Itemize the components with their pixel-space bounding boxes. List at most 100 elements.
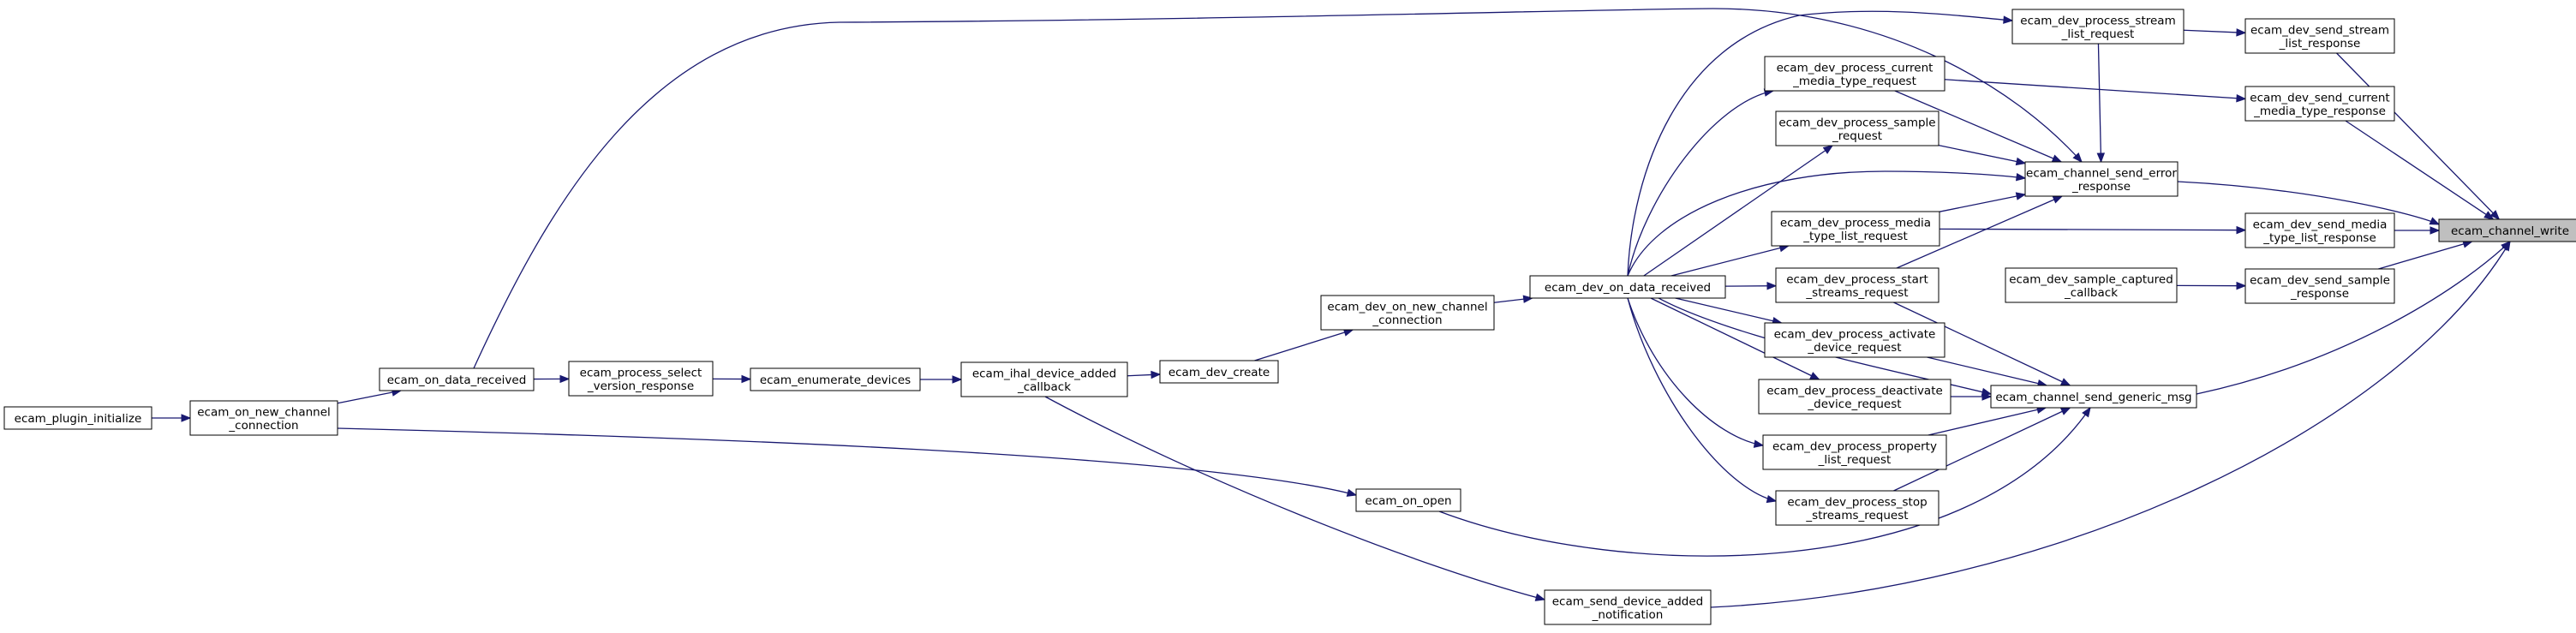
node-label: _list_response <box>2279 37 2361 51</box>
node-box <box>2244 268 2395 304</box>
node-label: _callback <box>1017 380 1071 394</box>
node-ecam_dev_create[interactable]: ecam_dev_create <box>1159 360 1279 384</box>
node-ecam_dev_sample_captured_callback[interactable]: ecam_dev_sample_captured_callback <box>2005 267 2178 303</box>
node-label: ecam_dev_on_data_received <box>1545 281 1711 295</box>
node-ecam_dev_process_deactivate_device_request[interactable]: ecam_dev_process_deactivate_device_reque… <box>1758 379 1951 415</box>
edge-line <box>1643 145 1833 277</box>
edge-line <box>1928 407 2047 436</box>
edge-ecam_dev_send_stream_list_response-to-ecam_channel_write <box>2336 52 2501 220</box>
node-ecam_dev_send_media_type_list_response[interactable]: ecam_dev_send_media_type_list_response <box>2244 212 2395 248</box>
node-label: _type_list_request <box>1802 230 1908 243</box>
edge-line <box>1938 145 2026 164</box>
node-ecam_dev_process_sample_request[interactable]: ecam_dev_process_sample_request <box>1775 110 1939 146</box>
node-box <box>2244 86 2395 122</box>
node-box <box>750 367 921 391</box>
edge-ecam_dev_process_current_media_type_request-to-ecam_channel_send_error_response <box>1894 90 2063 163</box>
edge-ecam_dev_on_data_received-to-ecam_dev_process_property_list_request <box>1627 297 1765 448</box>
edge-ecam_send_device_added_notification-to-ecam_channel_write <box>1710 240 2511 608</box>
arrowhead-icon <box>952 375 963 384</box>
edge-line <box>337 390 402 404</box>
arrowhead-icon <box>1753 439 1765 448</box>
node-label: ecam_send_device_added <box>1552 594 1704 608</box>
edge-ecam_dev_on_data_received-to-ecam_dev_process_activate_device_request <box>1675 297 1783 325</box>
node-ecam_process_select_version_response[interactable]: ecam_process_select_version_response <box>568 361 714 397</box>
edge-ecam_dev_on_data_received-to-ecam_dev_process_start_streams_request <box>1724 282 1778 290</box>
node-ecam_dev_send_current_media_type_response[interactable]: ecam_dev_send_current_media_type_respons… <box>2244 86 2395 122</box>
arrowhead-icon <box>2015 172 2027 182</box>
node-label: ecam_on_new_channel <box>197 405 331 419</box>
node-label: ecam_channel_send_generic_msg <box>1995 391 2191 404</box>
node-ecam_channel_write[interactable]: ecam_channel_write <box>2438 218 2576 242</box>
node-ecam_dev_on_data_received[interactable]: ecam_dev_on_data_received <box>1529 275 1726 299</box>
edge-ecam_ihal_device_added_callback-to-ecam_send_device_added_notification <box>1044 396 1546 601</box>
node-ecam_dev_send_stream_list_response[interactable]: ecam_dev_send_stream_list_response <box>2244 18 2395 54</box>
arrowhead-icon <box>2015 157 2027 166</box>
node-ecam_dev_process_start_streams_request[interactable]: ecam_dev_process_start_streams_request <box>1775 267 1939 303</box>
edge-line <box>337 427 1357 496</box>
node-box <box>2438 218 2576 242</box>
node-ecam_on_open[interactable]: ecam_on_open <box>1355 488 1461 512</box>
edge-ecam_dev_sample_captured_callback-to-ecam_dev_send_sample_response <box>2176 281 2247 290</box>
node-label: ecam_dev_sample_captured <box>2009 272 2173 286</box>
node-label: ecam_channel_send_error <box>2026 166 2177 180</box>
node-label: _streams_request <box>1805 286 1908 300</box>
node-label: _device_request <box>1807 341 1901 355</box>
node-ecam_dev_send_sample_response[interactable]: ecam_dev_send_sample_response <box>2244 268 2395 304</box>
arrowhead-icon <box>1766 494 1778 504</box>
node-label: ecam_dev_create <box>1168 366 1270 379</box>
edge-ecam_dev_on_data_received-to-ecam_dev_process_sample_request <box>1643 145 1834 277</box>
node-label: ecam_channel_write <box>2451 224 2569 238</box>
node-ecam_send_device_added_notification[interactable]: ecam_send_device_added_notification <box>1544 589 1712 625</box>
node-box <box>568 361 714 397</box>
edge-line <box>1939 194 2026 212</box>
node-ecam_ihal_device_added_callback[interactable]: ecam_ihal_device_added_callback <box>960 361 1128 397</box>
node-ecam_enumerate_devices[interactable]: ecam_enumerate_devices <box>750 367 921 391</box>
edge-line <box>1893 407 2071 492</box>
arrowhead-icon <box>2059 378 2071 386</box>
edge-ecam_dev_on_data_received-to-ecam_dev_process_media_type_list_request <box>1671 244 1790 277</box>
node-label: ecam_dev_process_stream <box>2020 14 2175 27</box>
edge-ecam_on_data_received-to-ecam_channel_send_error_response <box>473 8 2083 369</box>
edge-line <box>1627 297 1764 446</box>
edge-line <box>1627 90 1774 277</box>
edge-ecam_dev_process_current_media_type_request-to-ecam_dev_send_current_media_type_response <box>1944 79 2247 103</box>
node-label: _streams_request <box>1805 509 1908 523</box>
node-label: ecam_process_select <box>580 366 702 379</box>
edge-ecam_dev_process_stream_list_request-to-ecam_dev_send_stream_list_response <box>2183 28 2247 37</box>
node-ecam_channel_send_generic_msg[interactable]: ecam_channel_send_generic_msg <box>1990 385 2197 409</box>
arrowhead-icon <box>1522 295 1533 303</box>
node-label: ecam_dev_process_current <box>1777 61 1933 75</box>
edge-line <box>1627 297 1777 502</box>
node-ecam_dev_process_stop_streams_request[interactable]: ecam_dev_process_stop_streams_request <box>1775 490 1939 526</box>
edge-line <box>2177 181 2440 225</box>
node-box <box>1764 322 1945 358</box>
node-box <box>1775 110 1939 146</box>
arrowhead-icon <box>2051 154 2063 163</box>
edge-line <box>1893 302 2071 386</box>
node-ecam_dev_process_media_type_list_request[interactable]: ecam_dev_process_media_type_list_request <box>1771 211 1940 247</box>
node-ecam_dev_process_stream_list_request[interactable]: ecam_dev_process_stream_list_request <box>2011 9 2185 45</box>
node-ecam_on_data_received[interactable]: ecam_on_data_received <box>379 367 535 391</box>
node-label: ecam_dev_send_current <box>2250 91 2389 105</box>
arrowhead-icon <box>2236 28 2247 37</box>
node-ecam_dev_process_property_list_request[interactable]: ecam_dev_process_property_list_request <box>1762 434 1947 470</box>
node-ecam_on_new_channel_connection[interactable]: ecam_on_new_channel_connection <box>189 400 338 436</box>
edge-ecam_channel_send_error_response-to-ecam_channel_write <box>2177 181 2441 225</box>
edge-line <box>1627 10 2013 277</box>
node-ecam_dev_process_current_media_type_request[interactable]: ecam_dev_process_current_media_type_requ… <box>1764 56 1945 92</box>
edge-line <box>2097 43 2102 163</box>
node-ecam_channel_send_error_response[interactable]: ecam_channel_send_error_response <box>2024 161 2179 197</box>
node-label: ecam_ihal_device_added <box>972 367 1116 380</box>
node-label: ecam_dev_process_stop <box>1787 495 1927 509</box>
node-label: ecam_dev_process_property <box>1772 439 1937 453</box>
arrowhead-icon <box>1151 370 1162 379</box>
arrowhead-icon <box>1346 488 1358 497</box>
node-ecam_plugin_initialize[interactable]: ecam_plugin_initialize <box>3 406 152 430</box>
node-ecam_dev_process_activate_device_request[interactable]: ecam_dev_process_activate_device_request <box>1764 322 1945 358</box>
node-box <box>379 367 535 391</box>
edge-ecam_on_open-to-ecam_channel_send_generic_msg <box>1438 406 2091 557</box>
edge-line <box>1939 228 2246 231</box>
node-ecam_dev_on_new_channel_connection[interactable]: ecam_dev_on_new_channel_connection <box>1320 295 1495 331</box>
edge-line <box>2345 120 2494 220</box>
